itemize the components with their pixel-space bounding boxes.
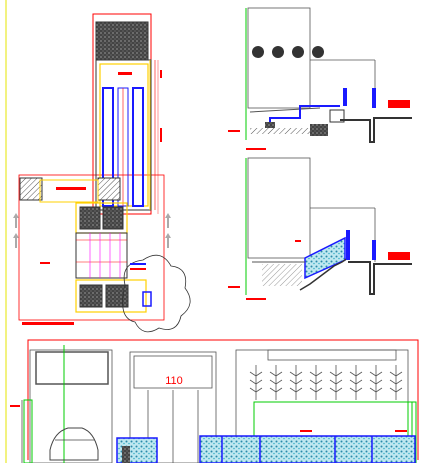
arrow-up-icon: [165, 233, 171, 238]
arrow-up-icon: [165, 213, 171, 218]
section-b: [228, 157, 412, 300]
plan-title-bar: [22, 322, 74, 325]
plant-row-icon: [249, 365, 403, 400]
shrub-outline-icon: [122, 254, 191, 333]
section-a: [228, 7, 412, 150]
car-icon: [49, 427, 99, 461]
floor-plan: [13, 13, 191, 333]
section-a-title-bar: [246, 148, 266, 150]
shrub-row-icon: [252, 46, 324, 58]
front-elevation: 110: [10, 339, 419, 463]
arrow-up-icon: [13, 233, 19, 238]
elevation-number-label: 110: [165, 375, 183, 387]
section-b-title-bar: [246, 298, 266, 300]
arrow-up-icon: [13, 213, 19, 218]
water-band: [199, 435, 416, 463]
